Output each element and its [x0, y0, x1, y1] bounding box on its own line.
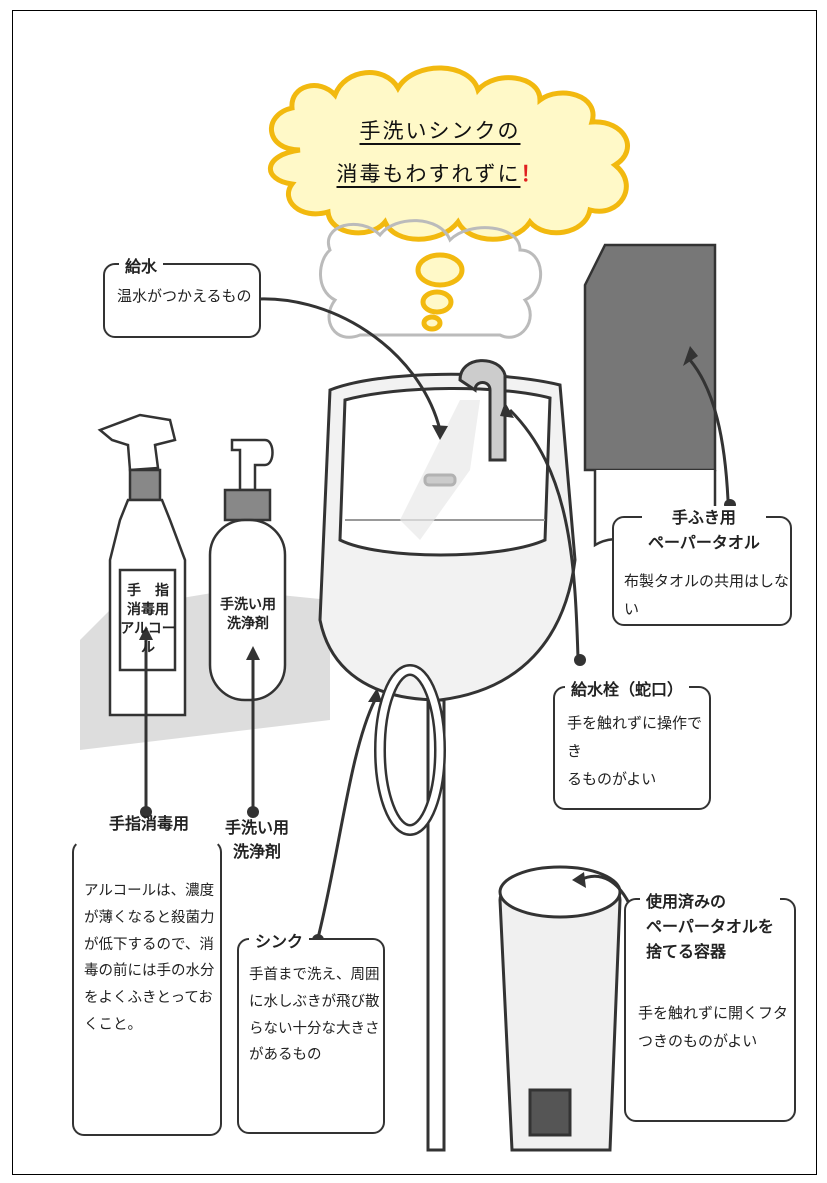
- alcohol-bottle-label: 手 指 消毒用 アルコール: [120, 583, 176, 656]
- faucet-title: 給水栓（蛇口）: [565, 676, 690, 700]
- sink-callout: シンク 手首まで洗え、周囲 に水しぶきが飛び散 らない十分な大きさ があるもの: [237, 928, 385, 1134]
- leader-arrows: [144, 297, 730, 939]
- page-frame: [12, 10, 817, 1175]
- faucet-body: 手を触れずに操作でき るものがよい: [567, 714, 703, 788]
- trash-bin-body: 手を触れずに開くフタ つきのものがよい: [638, 1004, 789, 1050]
- water-supply-body: 温水がつかえるもの: [117, 287, 252, 305]
- soap-bottle-label: 手洗い用 洗浄剤: [220, 597, 276, 632]
- alcohol-callout: アルコールは、濃度 が薄くなると殺菌力 が低下するので、消 毒の前には手の水分 …: [72, 840, 222, 1136]
- sink-body: 手首まで洗え、周囲 に水しぶきが飛び散 らない十分な大きさ があるもの: [249, 967, 380, 1064]
- alcohol-body: アルコールは、濃度 が薄くなると殺菌力 が低下するので、消 毒の前には手の水分 …: [84, 883, 215, 1034]
- exclamation-mark: ！: [520, 161, 544, 186]
- paper-towel-title: 手ふき用 ペーパータオル: [642, 506, 766, 556]
- cloud-heading-line1: 手洗いシンクの: [359, 119, 521, 143]
- cloud-heading-line2: 消毒もわすれずに！: [336, 161, 544, 186]
- trash-bin-callout: 使用済みの ペーパータオルを 捨てる容器 手を触れずに開くフタ つきのものがよい: [624, 890, 796, 1122]
- sink-title: シンク: [249, 928, 310, 952]
- faucet-callout: 給水栓（蛇口） 手を触れずに操作でき るものがよい: [553, 676, 711, 810]
- soap-pump-bottle: [208, 438, 287, 702]
- thought-cloud: [268, 65, 630, 332]
- paper-towel-dispenser: [583, 243, 717, 548]
- trash-bin-title: 使用済みの ペーパータオルを 捨てる容器: [640, 890, 780, 965]
- paper-towel-callout: 手ふき用 ペーパータオル 布製タオルの共用はしない: [612, 506, 792, 626]
- sink-basin: [318, 372, 577, 1152]
- water-supply-callout: 給水 温水がつかえるもの: [103, 253, 261, 338]
- alcohol-spray-bottle: [97, 413, 187, 717]
- soap-label: 手洗い用 洗浄剤: [224, 818, 289, 861]
- water-supply-title: 給水: [119, 253, 164, 277]
- paper-towel-body: 布製タオルの共用はしない: [624, 572, 790, 618]
- trash-bin: [498, 865, 622, 1152]
- faucet-illustration: [458, 359, 507, 462]
